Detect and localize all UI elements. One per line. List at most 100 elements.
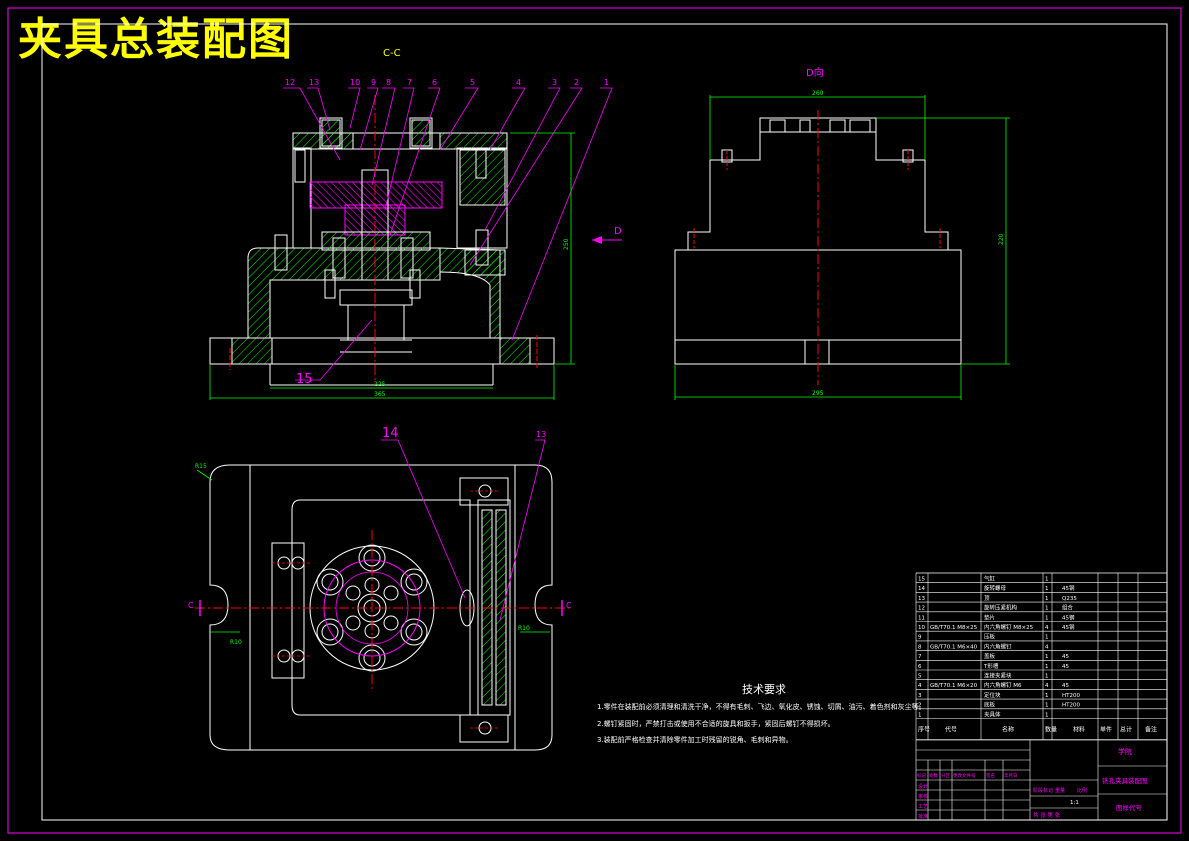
svg-text:C: C — [188, 601, 194, 610]
balloon-13: 13 — [309, 78, 319, 87]
section-view-cc — [209, 117, 555, 386]
bom-cell: GB/T70.1 M8×25 — [930, 625, 978, 631]
bom-cell: 45 — [1062, 664, 1069, 670]
bom-cell: 旋转压紧机构 — [984, 604, 1018, 612]
base-plate-right-hatch — [499, 337, 531, 365]
dim-250: 250 — [563, 238, 570, 250]
bom-header-cell: 序号 — [918, 726, 930, 734]
bom-cell: 连接夹紧块 — [984, 672, 1012, 680]
svg-text:D: D — [614, 226, 622, 237]
bom-cell: 1 — [1045, 693, 1049, 699]
bom-cell: 14 — [918, 586, 925, 592]
drawing-name: 铣孔夹具装配图 — [1102, 776, 1148, 785]
bom-cell: 1 — [1045, 586, 1049, 592]
title-block-stage-label: 阶段标记 — [1033, 787, 1053, 794]
dim-r10-right: R10 — [518, 625, 530, 632]
dim-260: 260 — [812, 90, 824, 97]
base-plate-left-hatch — [231, 337, 273, 365]
bom-cell: 4 — [1045, 644, 1049, 650]
left-pillar — [292, 147, 312, 249]
bom-cell: 1 — [1045, 664, 1049, 670]
bom-cell: HT200 — [1062, 703, 1080, 709]
dimensions-left-view — [209, 132, 575, 400]
balloon-8: 8 — [386, 78, 391, 87]
clamp-block-right — [409, 117, 433, 149]
bom-cell: 1 — [1045, 654, 1049, 660]
bom-cell: 15 — [918, 577, 925, 583]
bom-cell: 12 — [918, 606, 925, 612]
balloon-4: 4 — [516, 78, 521, 87]
cut-markers: C C — [188, 600, 572, 616]
title-block-row-label: 标记 — [917, 772, 926, 779]
bom-cell: 1 — [918, 712, 922, 718]
balloon-6: 6 — [432, 78, 437, 87]
bom-cell: 垫片 — [984, 613, 995, 621]
bom-cell: 4 — [918, 683, 922, 689]
bom-cell: 6 — [918, 664, 922, 670]
bom-cell: T形槽 — [983, 662, 999, 670]
fixture-body — [247, 247, 441, 339]
tech-requirement-2: 2.螺钉紧固时，严禁打击或使用不合适的旋具和扳手，紧固后螺钉不得损坏。 — [597, 720, 835, 728]
bom-cell: 1 — [1045, 674, 1049, 680]
bom-cell: 1 — [1045, 606, 1049, 612]
bom-cell: 组合 — [1062, 604, 1074, 612]
bom-cell: 底板 — [984, 701, 996, 709]
bom-cell: 5 — [918, 674, 922, 680]
bom-header-cell: 代号 — [945, 726, 957, 734]
clamp-block-left — [319, 117, 343, 149]
dim-295: 295 — [812, 390, 824, 397]
bom-cell: GB/T70.1 M6×40 — [930, 644, 978, 650]
bom-header-cell: 单件 — [1100, 726, 1112, 734]
title-block-sheet: 共 张 第 张 — [1033, 811, 1061, 819]
pressure-plate — [309, 181, 443, 209]
dimensions-view-d — [674, 95, 1010, 400]
bom-cell: 4 — [1045, 683, 1049, 689]
bom-header-cell: 数量 — [1045, 726, 1057, 734]
view-arrow-d: D — [592, 226, 622, 244]
balloon-1: 1 — [604, 78, 609, 87]
tech-requirements-heading: 技术要求 — [742, 683, 786, 696]
base-plate — [209, 337, 555, 365]
bom-cell: 气缸 — [984, 575, 996, 583]
balloon-9: 9 — [371, 78, 376, 87]
sheet-border — [7, 7, 1182, 834]
balloon-5: 5 — [470, 78, 475, 87]
bom-header-cell: 总计 — [1120, 726, 1132, 734]
dim-220: 220 — [998, 233, 1005, 245]
bom-cell: 4 — [1045, 625, 1049, 631]
dim-365: 365 — [374, 391, 386, 398]
balloon-3: 3 — [552, 78, 557, 87]
bom-cell: 1 — [1045, 712, 1049, 718]
bom-cell: 11 — [918, 615, 925, 621]
view-d-label: D向 — [806, 66, 824, 79]
balloon-7: 7 — [407, 78, 412, 87]
svg-text:C: C — [566, 601, 572, 610]
bom-cell: HT200 — [1062, 693, 1080, 699]
balloon-2: 2 — [574, 78, 579, 87]
tech-requirement-1: 1.零件在装配前必须清理和清洗干净，不得有毛刺、飞边、氧化皮、锈蚀、切屑、油污、… — [597, 703, 926, 711]
part-balloons — [283, 87, 613, 381]
bom-cell: 旋转螺母 — [984, 584, 1007, 592]
plan-base-outline — [209, 464, 553, 751]
bom-cell: 45 — [1062, 683, 1069, 689]
title-block-scale: 1:1 — [1070, 800, 1079, 806]
title-block-role: 批准 — [918, 813, 928, 820]
title-block-role: 设计 — [918, 783, 928, 790]
bom-cell: 盖板 — [984, 652, 996, 660]
bom-header-cell: 材料 — [1073, 726, 1085, 734]
bom-cell: 夹具体 — [984, 710, 1001, 718]
plan-body-outline — [291, 499, 471, 716]
bom-cell: 8 — [918, 644, 922, 650]
bom-header-cell: 备注 — [1145, 726, 1157, 734]
bom-cell: 3 — [918, 693, 922, 699]
bom-cell: 1 — [1045, 577, 1049, 583]
cylinder — [339, 289, 413, 306]
balloon-13-plan: 13 — [536, 430, 546, 439]
title-block: 学院铣孔夹具装配图图样代号标记处数分区更改文件号签名年月日设计审核工艺批准阶段标… — [915, 739, 1168, 821]
title-block-row-label: 更改文件号 — [953, 772, 976, 779]
bom-cell: 1 — [1045, 596, 1049, 602]
bom-cell: 1 — [1045, 615, 1049, 621]
dim-r10-left: R10 — [230, 639, 242, 646]
